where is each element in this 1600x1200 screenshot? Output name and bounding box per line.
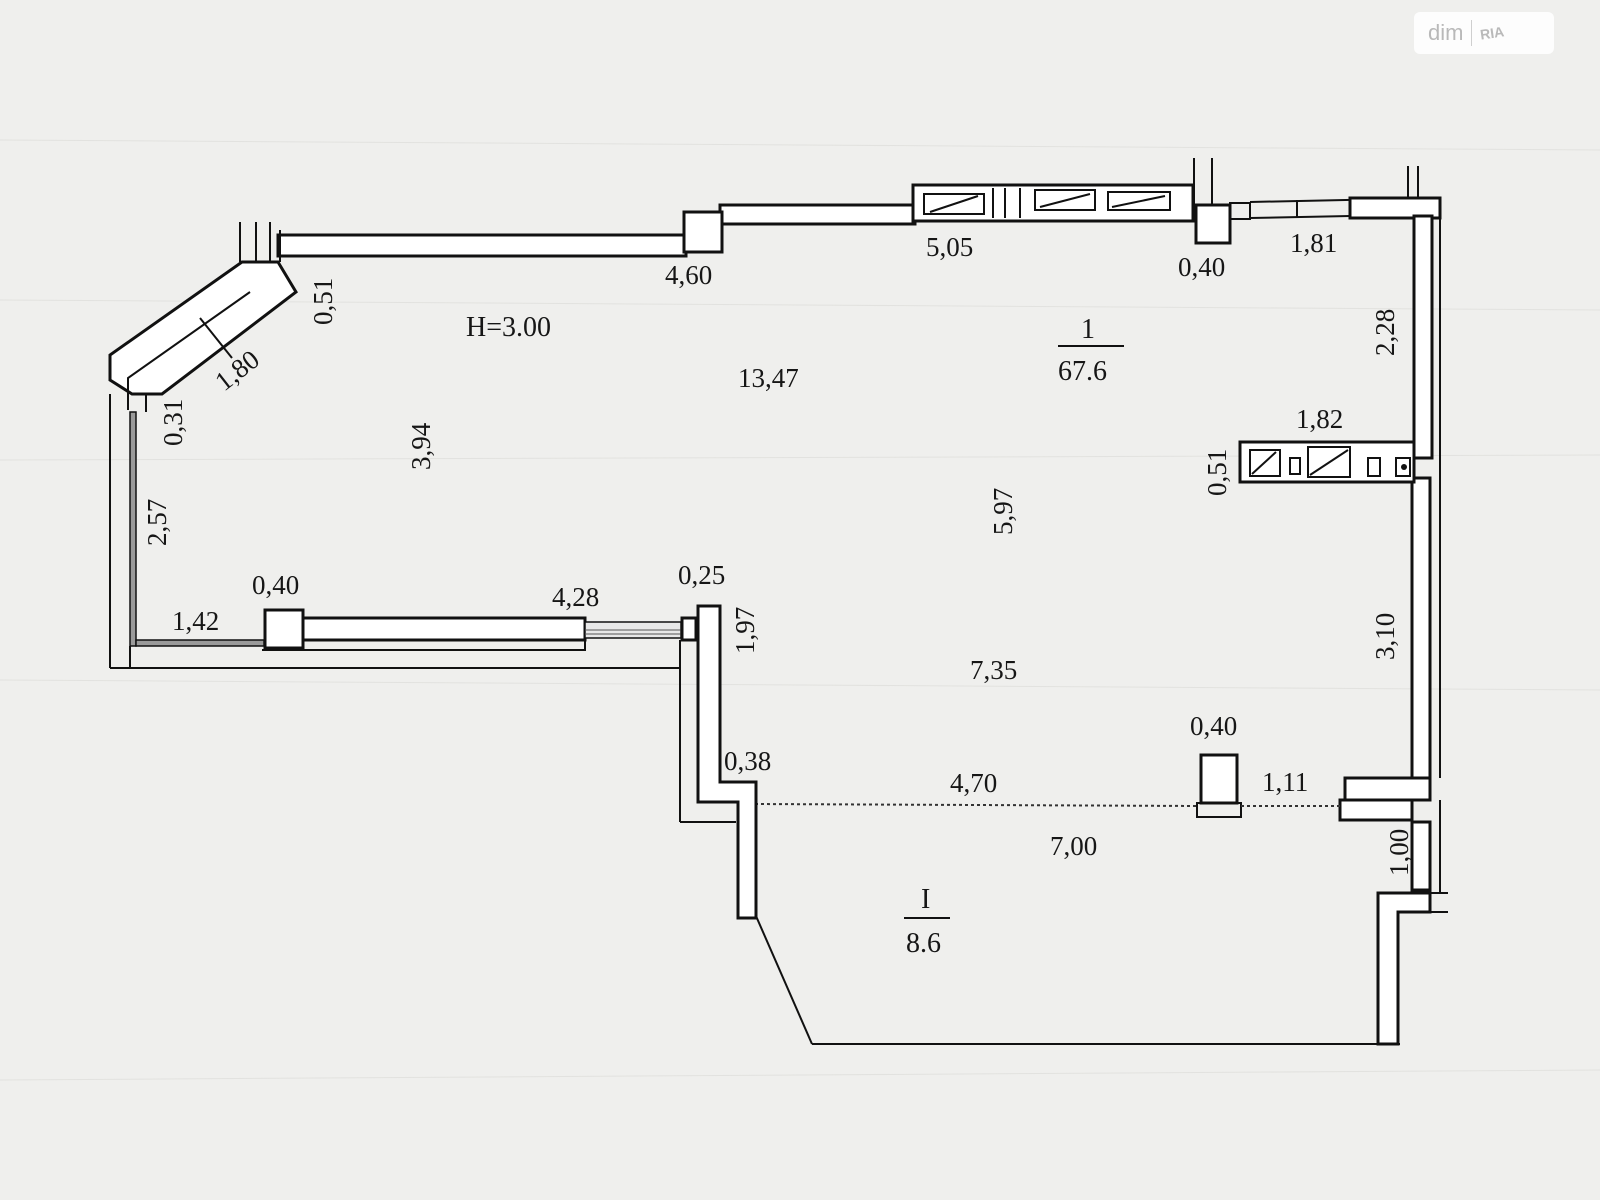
dim-top-4-60: 4,60	[665, 260, 712, 290]
room-labels: H=3.00 1 67.6 I 8.6	[466, 312, 1124, 959]
watermark-name: dim	[1428, 20, 1464, 45]
balcony-edge	[754, 753, 1432, 822]
balcony-outline	[755, 891, 1432, 1046]
room-1-area: 67.6	[1058, 356, 1107, 387]
dim-top-0-40: 0,40	[1178, 252, 1225, 282]
dim-wall-1-97: 1,97	[730, 607, 760, 654]
dim-depth-5-97: 5,97	[988, 488, 1018, 535]
dim-span-4-70: 4,70	[950, 768, 997, 798]
dim-length-13-47: 13,47	[738, 363, 799, 393]
watermark-logo: dim RIA	[1414, 12, 1554, 54]
room-2-number: I	[921, 884, 930, 915]
top-wall	[239, 203, 917, 262]
dim-width-7-35: 7,35	[970, 655, 1017, 685]
dimension-labels: 4,60 5,05 0,40 1,81 0,51 1,80 0,31 2,57 …	[142, 228, 1414, 876]
dim-bottom-4-28: 4,28	[552, 582, 599, 612]
dim-depth-3-94: 3,94	[406, 422, 436, 470]
dim-pier-0-40-left: 0,40	[252, 570, 299, 600]
bottom-left-wall	[110, 608, 682, 669]
dim-top-5-05: 5,05	[926, 232, 973, 262]
dim-step-0-38: 0,38	[724, 746, 771, 776]
dim-vent-0-51: 0,51	[1202, 449, 1232, 496]
bay-window	[108, 260, 298, 668]
dim-left-2-57: 2,57	[142, 499, 172, 546]
pier-top-left	[682, 210, 724, 254]
dim-vent-1-82: 1,82	[1296, 404, 1343, 434]
dim-corner-0-51: 0,51	[308, 278, 338, 325]
dim-span-7-00: 7,00	[1050, 831, 1097, 861]
dim-span-1-11: 1,11	[1262, 767, 1308, 797]
dim-right-3-10: 3,10	[1370, 613, 1400, 660]
ventilation-block	[1238, 440, 1416, 484]
top-right-wall	[1193, 158, 1442, 245]
watermark-seal-icon: RIA	[1479, 23, 1506, 43]
dim-bay-0-31: 0,31	[158, 399, 188, 446]
dim-pier-0-25: 0,25	[678, 560, 725, 590]
room-2-area: 8.6	[906, 928, 941, 959]
top-window	[911, 183, 1195, 223]
dim-top-1-81: 1,81	[1290, 228, 1337, 258]
dim-pier-0-40-right: 0,40	[1190, 711, 1237, 741]
dim-right-2-28: 2,28	[1370, 309, 1400, 356]
ceiling-height-label: H=3.00	[466, 312, 551, 343]
watermark-divider	[1471, 20, 1473, 46]
dim-left-1-42: 1,42	[172, 606, 219, 636]
right-wall	[1410, 214, 1448, 913]
room-1-number: 1	[1081, 314, 1095, 345]
dim-right-1-00: 1,00	[1384, 829, 1414, 876]
